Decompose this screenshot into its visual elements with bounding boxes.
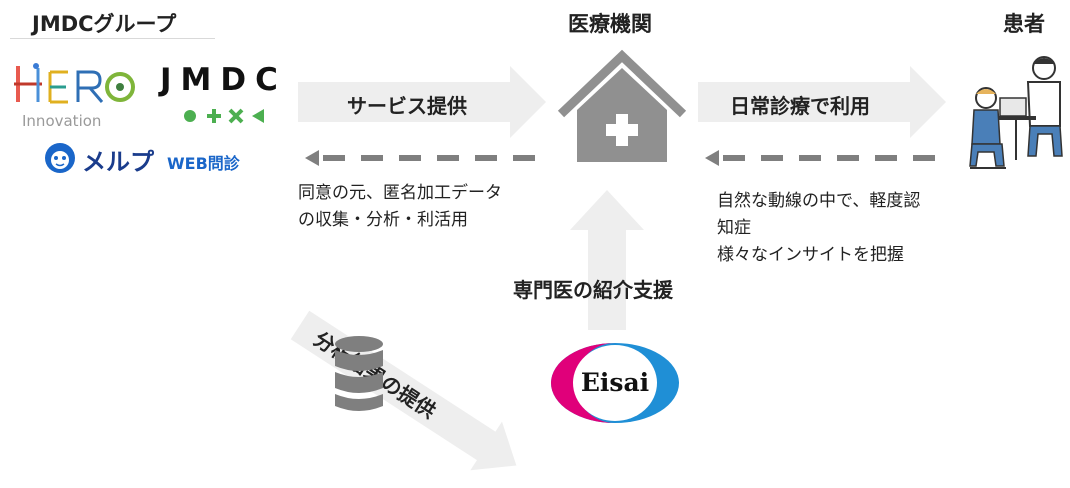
insight-line-1: 自然な動線の中で、軽度認 <box>717 191 921 211</box>
database-icon <box>335 336 383 411</box>
daily-use-label: 日常診療で利用 <box>730 94 870 118</box>
specialist-referral-arrow <box>570 190 644 330</box>
daily-use-arrow <box>698 66 946 138</box>
insight-dashed-arrow <box>705 150 943 166</box>
merupu-logo: メルプ WEB問診 <box>44 140 264 176</box>
merupu-icon <box>45 143 75 173</box>
jmdc-symbols <box>184 108 264 124</box>
analysis-results-arrow: 分析結果の提供 <box>286 304 531 488</box>
hero-innovation-logo: Innovation <box>12 60 137 132</box>
data-collection-line-2: の収集・分析・利活用 <box>298 210 468 230</box>
merupu-web-text: WEB問診 <box>167 154 240 173</box>
eisai-logo: Eisai <box>548 340 682 426</box>
insight-note: 自然な動線の中で、軽度認 知症 様々なインサイトを把握 <box>717 188 920 269</box>
medical-institution-title: 医療機関 <box>568 12 652 36</box>
patient-title: 患者 <box>1003 12 1045 36</box>
specialist-referral-label: 専門医の紹介支援 <box>513 278 673 302</box>
insight-line-2: 知症 <box>717 218 751 238</box>
data-collection-note: 同意の元、匿名加工データ の収集・分析・利活用 <box>298 180 502 234</box>
doctor-patient-illustration-icon <box>969 56 1063 169</box>
eisai-logo-mark <box>548 340 682 426</box>
jmdc-logo: JMDC <box>160 62 278 132</box>
hospital-icon <box>557 49 687 162</box>
eisai-text: Eisai <box>580 368 650 397</box>
data-collection-dashed-arrow <box>305 150 543 166</box>
jmdc-group-underline <box>10 38 215 39</box>
merupu-text: メルプ <box>82 148 154 176</box>
jmdc-group-title: JMDCグループ <box>32 12 177 36</box>
service-provision-label: サービス提供 <box>347 94 467 118</box>
data-collection-line-1: 同意の元、匿名加工データ <box>298 183 502 203</box>
jmdc-logo-text: JMDC <box>160 62 287 98</box>
hero-innovation-text: Innovation <box>22 112 102 130</box>
service-provision-arrow <box>298 66 546 138</box>
hero-logo-mark <box>14 63 135 104</box>
insight-line-3: 様々なインサイトを把握 <box>717 245 904 265</box>
